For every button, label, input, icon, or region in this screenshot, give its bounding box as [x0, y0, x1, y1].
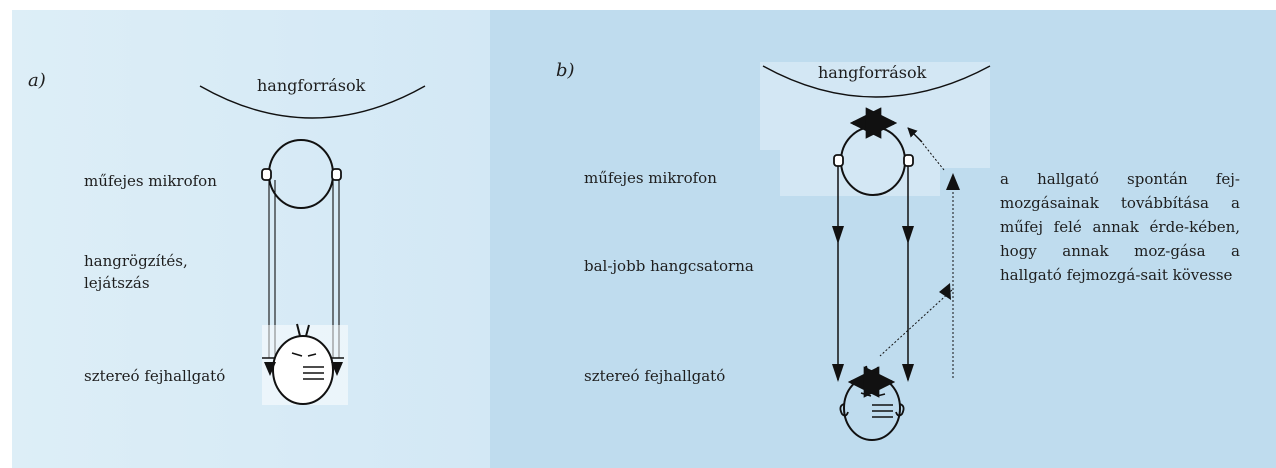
panel-b-graphics: [760, 62, 991, 441]
listener-head-icon-b: [839, 365, 905, 441]
panel-b-letter: b): [556, 60, 575, 81]
mic-label-a: műfejes mikrofon: [84, 172, 217, 190]
headphones-label-a: sztereó fejhallgató: [84, 367, 226, 385]
listener-head-icon-a: [262, 323, 348, 405]
headphones-label-b: sztereó fejhallgató: [584, 367, 726, 385]
feedback-arrow-diagonal: [939, 283, 951, 300]
panel-a-background: [12, 10, 490, 468]
mic-label-b: műfejes mikrofon: [584, 169, 717, 187]
sound-sources-arc-a: [199, 85, 426, 119]
sound-sources-label-b: hangforrások: [818, 63, 927, 82]
panel-a-letter: a): [28, 70, 46, 91]
feedback-arrow-up: [946, 173, 960, 190]
recording-label-line2: lejátszás: [84, 274, 150, 292]
dummy-head-turn-arrow: [907, 127, 923, 143]
sound-sources-label-a: hangforrások: [257, 76, 366, 95]
head-tracking-feedback-line: [879, 139, 954, 378]
recording-label-line1: hangrögzítés,: [84, 252, 188, 270]
head-tracking-description: a hallgató spontán fej-mozgásainak továb…: [1000, 170, 1240, 284]
panel-a-graphics: [199, 85, 426, 405]
sound-sources-arc-b: [762, 65, 991, 98]
dummy-head-microphone-icon: [261, 139, 342, 209]
channel-label-b: bal-jobb hangcsatorna: [584, 257, 754, 275]
